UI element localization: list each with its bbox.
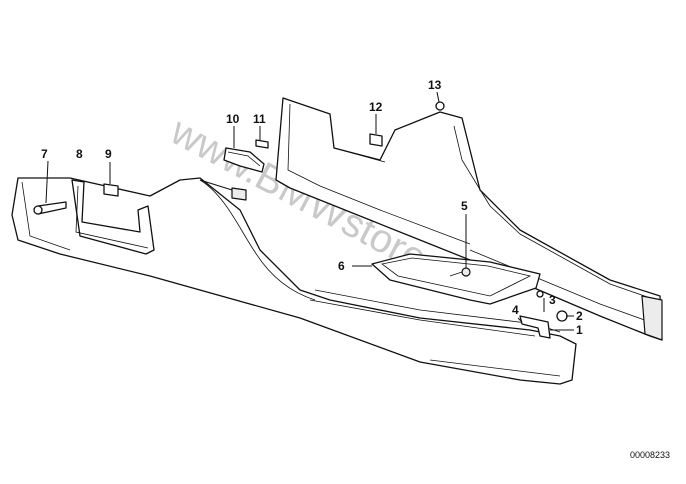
hinge-bracket-10-part	[223, 126, 265, 173]
clip-nut-9-part	[103, 162, 119, 197]
callout-2: 2	[576, 309, 583, 323]
callout-7: 7	[41, 147, 48, 161]
callout-8: 8	[76, 147, 83, 161]
screw-7-part	[33, 160, 67, 215]
callout-10: 10	[226, 112, 240, 126]
callout-12: 12	[369, 100, 383, 114]
side-trim-panel	[275, 97, 663, 341]
center-console-part	[11, 177, 577, 385]
callout-13: 13	[428, 78, 442, 92]
mount-bracket-part	[517, 290, 574, 339]
screw-11-part	[255, 126, 269, 149]
frame-bracket-part	[71, 179, 155, 255]
tray-insert-part	[352, 214, 541, 305]
callout-1: 1	[576, 323, 583, 337]
callout-11: 11	[253, 112, 266, 126]
callout-9: 9	[105, 147, 112, 161]
callout-3: 3	[549, 293, 556, 307]
screw-13-part	[435, 91, 445, 111]
callout-6: 6	[338, 259, 345, 273]
callout-4: 4	[512, 303, 519, 317]
callout-5: 5	[461, 199, 468, 213]
clip-12-part	[369, 114, 383, 147]
document-number: 00008233	[630, 450, 670, 460]
